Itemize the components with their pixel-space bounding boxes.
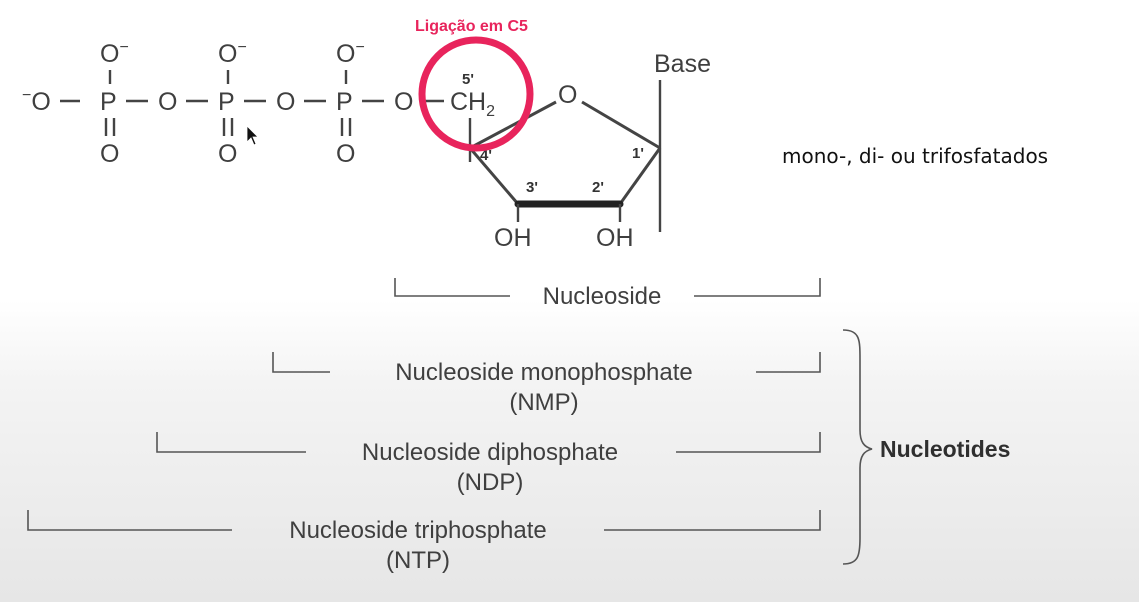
phosphate-count-note: mono-, di- ou trifosfatados [782,144,1048,168]
ribose-ring: CH2 5' O Base OH OH 4' 3' 2' 1' [450,50,711,252]
phosphate-2-top-oxygen: O− [218,39,247,68]
terminal-oxygen-charge: −O [22,87,51,116]
phosphate-1-top-oxygen: O− [100,39,129,68]
ntp-label: Nucleoside triphosphate [289,517,547,544]
nmp-abbrev: (NMP) [509,389,578,416]
ntp-abbrev: (NTP) [386,547,450,574]
ntp-bracket: Nucleoside triphosphate (NTP) [27,510,821,574]
position-5-label: 5' [462,71,474,88]
position-3-label: 3' [526,179,538,196]
phosphate-1-bottom-oxygen: O [100,140,119,168]
ndp-bracket: Nucleoside diphosphate (NDP) [156,432,821,496]
c5-annotation-label: Ligação em C5 [415,18,528,35]
nucleotides-curly-brace [842,329,873,565]
phosphorus-atom-2: P [218,88,235,116]
nmp-bracket: Nucleoside monophosphate (NMP) [272,352,821,416]
phosphate-3-top-oxygen: O− [336,39,365,68]
nucleoside-bracket: Nucleoside [394,278,821,310]
bridge-oxygen-1: O [158,88,177,116]
nucleoside-label: Nucleoside [543,283,662,310]
mouse-cursor-icon [246,125,259,146]
hydroxyl-3-prime: OH [494,224,532,252]
nucleotides-label: Nucleotides [880,436,1010,462]
ndp-label: Nucleoside diphosphate [362,439,618,466]
ester-oxygen: O [394,88,413,116]
phosphorus-atom-1: P [100,88,117,116]
ndp-abbrev: (NDP) [457,469,524,496]
c5-highlight-circle [418,36,534,152]
hydroxyl-2-prime: OH [596,224,634,252]
position-4-label: 4' [480,147,492,164]
phosphate-2-bottom-oxygen: O [218,140,237,168]
phosphorus-atom-3: P [336,88,353,116]
position-1-label: 1' [632,145,644,162]
ring-oxygen: O [558,81,577,109]
phosphate-chain: −O P O− O O P O− O O P O− [22,39,444,168]
ch2-group: CH2 [450,88,495,120]
bridge-oxygen-2: O [276,88,295,116]
position-2-label: 2' [592,179,604,196]
base-label: Base [654,50,711,78]
nmp-label: Nucleoside monophosphate [395,359,693,386]
phosphate-3-bottom-oxygen: O [336,140,355,168]
